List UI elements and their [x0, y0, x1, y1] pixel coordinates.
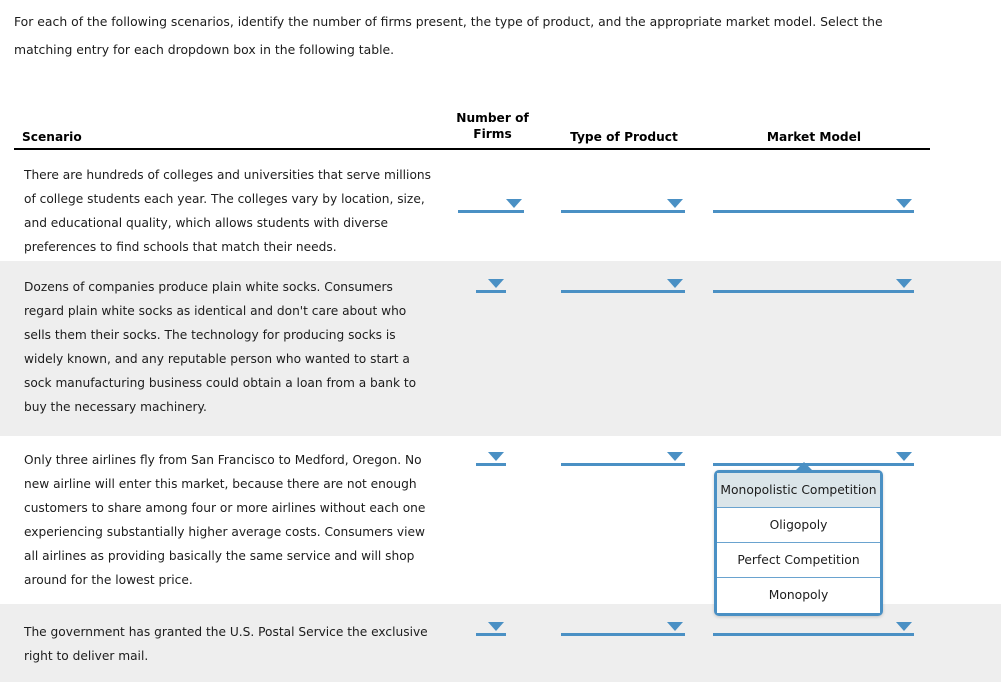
chevron-down-icon [667, 199, 683, 208]
dropdown-number-of-firms-row4[interactable] [476, 614, 506, 636]
dropdown-underline [561, 633, 685, 636]
scenarios-table: Scenario Number of Firms Type of Product… [0, 104, 1001, 682]
dropdown-option-perfect-competition[interactable]: Perfect Competition [717, 543, 880, 578]
header-divider-rule [14, 148, 930, 150]
table-row: The government has granted the U.S. Post… [0, 604, 1001, 682]
chevron-down-icon [896, 279, 912, 288]
dropdown-number-of-firms-row2[interactable] [476, 271, 506, 293]
dropdown-type-of-product-row3[interactable] [561, 444, 685, 466]
dropdown-underline [713, 633, 914, 636]
dropdown-underline [561, 210, 685, 213]
dropdown-underline [476, 633, 506, 636]
table-header-row: Scenario Number of Firms Type of Product… [0, 104, 1001, 150]
table-row: Only three airlines fly from San Francis… [0, 436, 1001, 604]
chevron-down-icon [667, 279, 683, 288]
column-header-market-model: Market Model [766, 130, 862, 144]
chevron-down-icon [896, 199, 912, 208]
chevron-down-icon [667, 622, 683, 631]
column-header-number-of-firms-line2: Firms [473, 127, 512, 141]
column-header-type-of-product: Type of Product [570, 130, 678, 144]
dropdown-underline [476, 463, 506, 466]
column-header-scenario: Scenario [22, 130, 82, 144]
dropdown-number-of-firms-row3[interactable] [476, 444, 506, 466]
table-row: There are hundreds of colleges and unive… [0, 149, 1001, 261]
dropdown-market-model-row2[interactable] [713, 271, 914, 293]
chevron-down-icon [896, 452, 912, 461]
dropdown-market-model-row4[interactable] [713, 614, 914, 636]
dropdown-underline [713, 210, 914, 213]
dropdown-type-of-product-row4[interactable] [561, 614, 685, 636]
chevron-down-icon [488, 622, 504, 631]
chevron-down-icon [488, 279, 504, 288]
dropdown-market-model-row1[interactable] [713, 191, 914, 213]
dropdown-option-monopoly[interactable]: Monopoly [717, 578, 880, 613]
chevron-down-icon [896, 622, 912, 631]
dropdown-underline [561, 290, 685, 293]
market-model-dropdown-menu[interactable]: Monopolistic Competition Oligopoly Perfe… [714, 462, 883, 616]
chevron-down-icon [667, 452, 683, 461]
instructions-paragraph: For each of the following scenarios, ide… [14, 14, 883, 57]
dropdown-underline [458, 210, 524, 213]
dropdown-type-of-product-row1[interactable] [561, 191, 685, 213]
dropdown-type-of-product-row2[interactable] [561, 271, 685, 293]
dropdown-number-of-firms-row1[interactable] [458, 191, 524, 213]
dropdown-underline [476, 290, 506, 293]
dropdown-option-oligopoly[interactable]: Oligopoly [717, 508, 880, 543]
scenario-description: Dozens of companies produce plain white … [24, 280, 417, 414]
dropdown-option-monopolistic-competition[interactable]: Monopolistic Competition [717, 473, 880, 508]
scenario-description: There are hundreds of colleges and unive… [24, 168, 431, 254]
dropdown-underline [713, 290, 914, 293]
scenario-description: Only three airlines fly from San Francis… [24, 453, 426, 587]
chevron-down-icon [488, 452, 504, 461]
dropdown-underline [561, 463, 685, 466]
scenario-description: The government has granted the U.S. Post… [24, 625, 428, 663]
chevron-down-icon [506, 199, 522, 208]
table-row: Dozens of companies produce plain white … [0, 261, 1001, 436]
column-header-number-of-firms: Number of Firms [440, 110, 545, 142]
caret-up-icon [793, 462, 815, 473]
column-header-number-of-firms-line1: Number of [456, 111, 529, 125]
